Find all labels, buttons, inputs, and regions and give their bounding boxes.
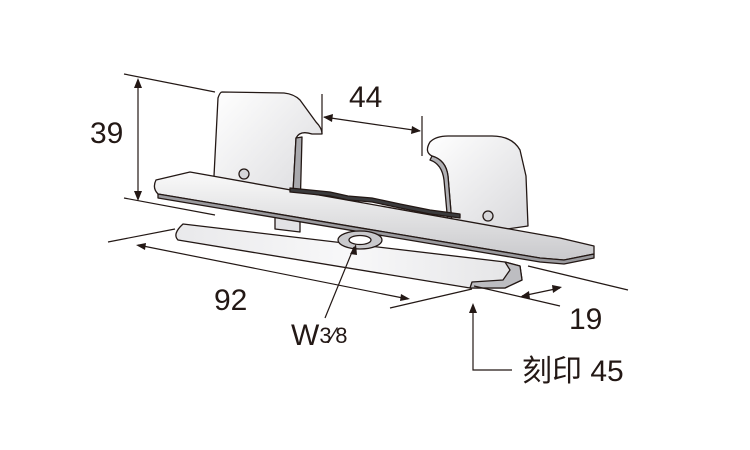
thread-label-fraction: 3⁄8 [319, 323, 347, 348]
dim-19-arrow-a [520, 291, 530, 299]
dim-44-arrow-left [323, 114, 333, 122]
marking-leader [472, 310, 512, 371]
dimension-lines [107, 73, 629, 371]
dim-depth-label: 19 [569, 303, 602, 336]
right-wing-side [429, 155, 453, 225]
thread-label: W3⁄8 [291, 319, 347, 352]
dim-39-ext-top [123, 73, 216, 93]
left-wing-rivet [238, 168, 250, 180]
dim-92-line [137, 244, 409, 300]
dim-height-label: 39 [90, 117, 123, 150]
dim-gap-label: 44 [349, 81, 382, 114]
thread-leader [324, 246, 355, 319]
top-rail [153, 171, 595, 261]
thread-label-base: W [291, 319, 320, 352]
thread-hole-inner [348, 234, 372, 246]
rail-front-edge [157, 193, 595, 265]
dim-39-arrow-bottom [134, 191, 142, 201]
thread-leader-arrow [350, 244, 357, 255]
base-plate-edge [469, 261, 523, 289]
dim-19-ext-top [527, 265, 629, 291]
dim-44-line [323, 116, 421, 132]
dim-92-ext-right [389, 288, 473, 309]
marking-leader-arrow [469, 303, 477, 313]
dim-19-ext-bottom [473, 285, 561, 307]
dim-92-ext-left [107, 228, 176, 243]
dim-39-ext-bottom [123, 197, 216, 216]
rail-groove [289, 187, 461, 219]
bracket-part [153, 91, 595, 289]
dim-92-arrow-right [400, 294, 410, 301]
right-wing [426, 135, 529, 231]
right-wing-rivet [482, 210, 494, 222]
marking-label: 刻印 45 [522, 355, 624, 388]
dim-92-arrow-left [136, 243, 146, 250]
dim-19-arrow-b [552, 285, 562, 293]
dim-39-arrow-top [134, 78, 142, 88]
dim-44-arrow-right [411, 126, 421, 134]
dim-length-label: 92 [214, 284, 247, 317]
